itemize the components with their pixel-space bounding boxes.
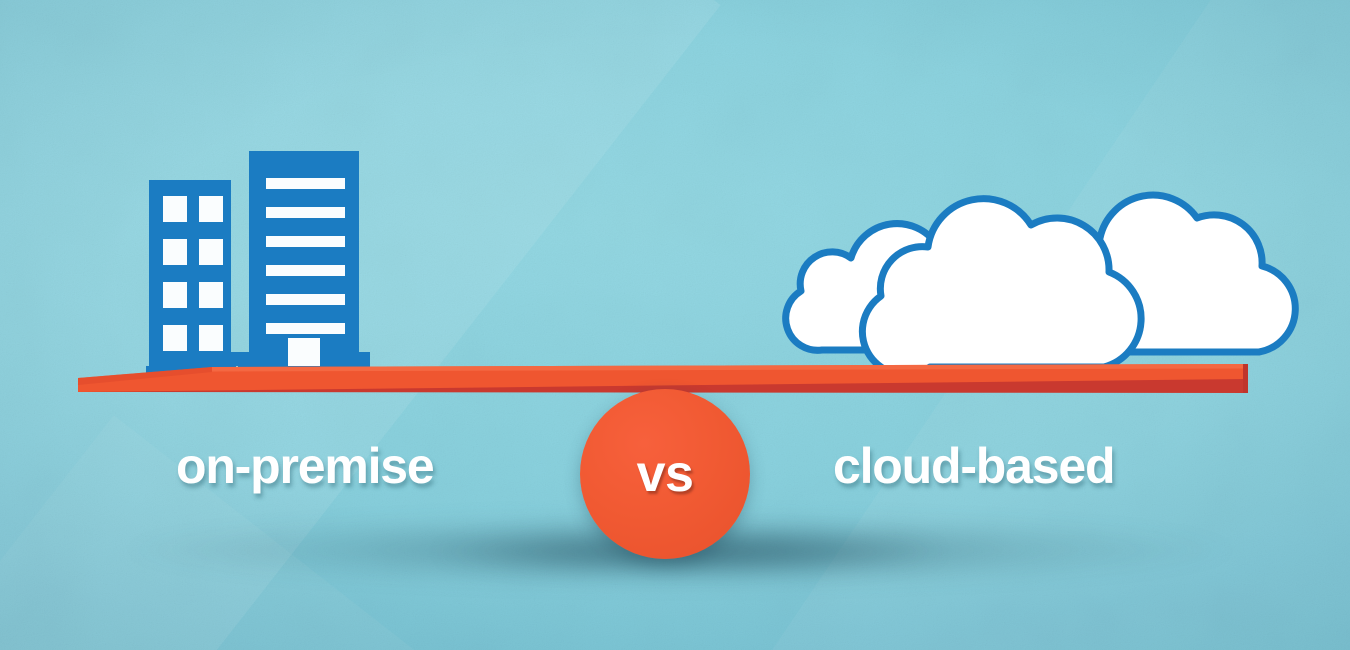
caption-on-premise: on-premise (176, 438, 435, 494)
window (199, 282, 223, 308)
window (163, 282, 187, 308)
door (288, 338, 320, 366)
short-building (146, 180, 245, 375)
window (163, 239, 187, 265)
window-band (266, 207, 345, 218)
window (199, 196, 223, 222)
window-band (266, 294, 345, 305)
window (199, 325, 223, 351)
vs-circle[interactable]: vs (580, 389, 750, 559)
window (163, 325, 187, 351)
tall-building (238, 151, 370, 374)
cloud-center (858, 195, 1145, 379)
window-band (266, 236, 345, 247)
caption-cloud-based: cloud-based (833, 438, 1115, 494)
window (163, 196, 187, 222)
window-band (266, 323, 345, 334)
window (199, 239, 223, 265)
vs-label: vs (636, 445, 694, 503)
window-band (266, 178, 345, 189)
window-band (266, 265, 345, 276)
